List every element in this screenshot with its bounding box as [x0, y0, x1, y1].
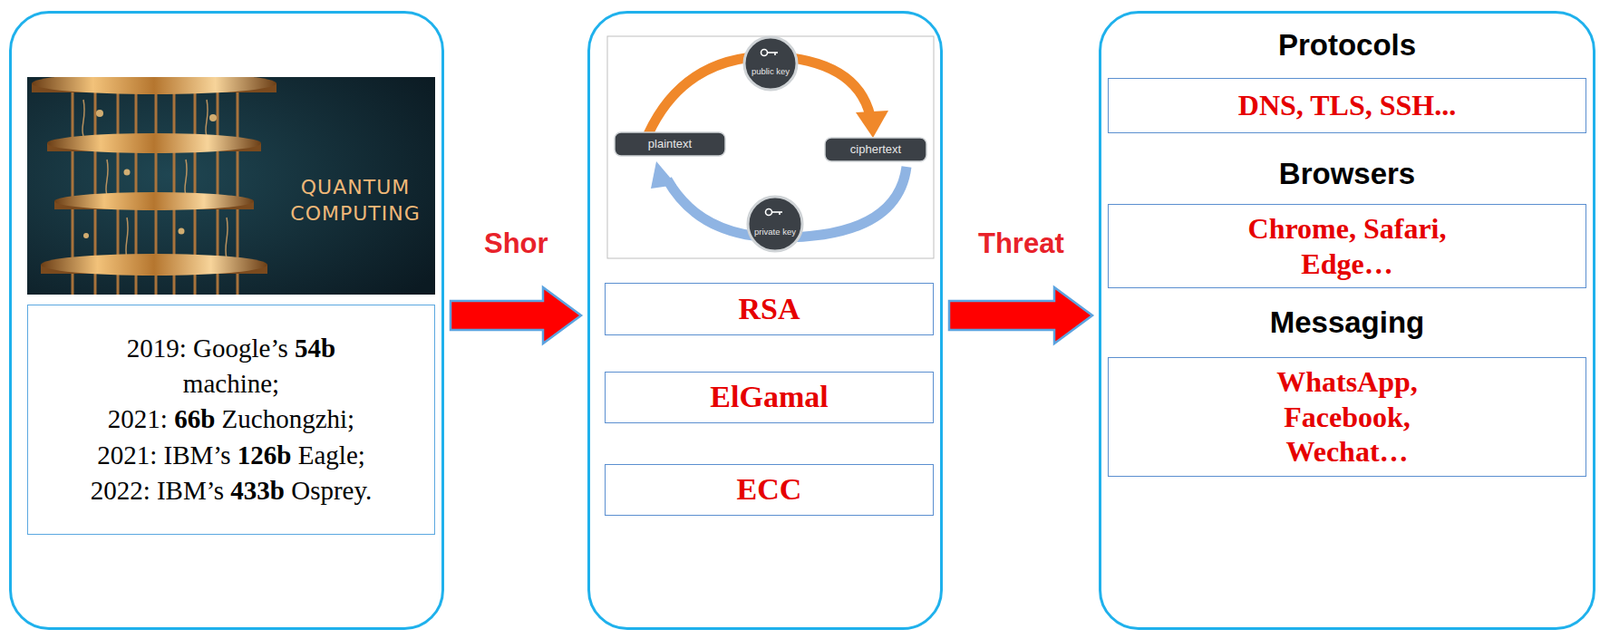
- timeline-text: 2021: 66b Zuchongzhi;: [107, 401, 355, 437]
- illustration-part: [650, 161, 677, 189]
- algorithm-box: ECC: [604, 464, 934, 516]
- illustration-part: [96, 109, 104, 117]
- illustration-part: [27, 77, 436, 295]
- illustration-part: [40, 253, 268, 276]
- panel: RSA ElGamalECC: [587, 10, 943, 631]
- illustration-part: [614, 132, 726, 156]
- timeline-text: 2021: IBM’s 126b Eagle;: [96, 437, 366, 474]
- illustration-part: [766, 209, 784, 216]
- illustration-part: [209, 114, 217, 122]
- illustration-part: [772, 211, 784, 214]
- algorithm-box: ElGamal: [604, 371, 934, 424]
- picture-title: QUANTUM COMPUTING: [282, 174, 428, 227]
- illustration-part: [126, 217, 128, 259]
- pill-label: plaintext: [620, 136, 720, 152]
- panel: 2019: Google’s 54b machine;2021: 66b Zuc…: [9, 10, 445, 631]
- illustration-part: [747, 196, 803, 252]
- illustration-part: [106, 159, 108, 195]
- algorithm-name: RSA: [737, 290, 800, 329]
- target-box: Chrome, Safari, Edge…: [1107, 203, 1587, 289]
- illustration-part: [83, 232, 89, 239]
- panel: ProtocolsBrowsersMessaging DNS, TLS, SSH.…: [1098, 10, 1596, 631]
- timeline-text: 2022: IBM’s 433b Osprey.: [90, 473, 373, 509]
- qubit-count: 66b: [174, 404, 215, 434]
- target-box: WhatsApp, Facebook, Wechat…: [1107, 357, 1587, 477]
- qubit-count: 126b: [237, 440, 292, 470]
- illustration-part: [124, 169, 131, 176]
- illustration-part: [178, 228, 185, 235]
- group-heading: Browsers: [1101, 155, 1593, 193]
- illustration-part: [855, 110, 889, 138]
- arrow-label: Threat: [978, 226, 1065, 261]
- illustration-part: [761, 49, 779, 57]
- illustration-part: [82, 99, 85, 136]
- target-list: Chrome, Safari, Edge…: [1229, 211, 1465, 282]
- key-label: private key: [754, 227, 796, 237]
- illustration-part: [607, 36, 934, 259]
- key-label: public key: [749, 67, 792, 77]
- target-list: DNS, TLS, SSH...: [1238, 87, 1456, 123]
- illustration-part: [184, 159, 187, 195]
- algorithm-name: ElGamal: [709, 378, 828, 417]
- illustration-part: [767, 51, 779, 54]
- group-heading: Messaging: [1101, 304, 1593, 341]
- illustration-part: [744, 37, 797, 90]
- illustration-part: [766, 209, 773, 216]
- qubit-count: 433b: [230, 475, 285, 505]
- arrow-label: Shor: [484, 226, 549, 261]
- illustration-part: [54, 192, 254, 211]
- group-heading: Protocols: [1101, 27, 1593, 64]
- illustration-part: [778, 212, 781, 215]
- pill-label: ciphertext: [828, 142, 923, 157]
- illustration-part: [761, 49, 768, 57]
- illustration-part: [47, 133, 262, 154]
- illustration-part: [648, 56, 871, 135]
- illustration-part: [83, 109, 217, 239]
- illustration-part: [205, 99, 208, 136]
- illustration-part: [774, 52, 776, 56]
- illustration-part: [824, 137, 927, 162]
- block-arrow: [450, 287, 582, 344]
- block-arrow: [949, 287, 1093, 344]
- algorithm-name: ECC: [736, 471, 803, 509]
- text-box: 2019: Google’s 54b machine;2021: 66b Zuc…: [27, 304, 436, 535]
- illustration-part: [31, 77, 277, 95]
- illustration-part: [82, 99, 228, 259]
- qubit-count: 54b: [294, 333, 336, 363]
- target-box: DNS, TLS, SSH...: [1107, 77, 1587, 134]
- target-list: WhatsApp, Facebook, Wechat…: [1247, 364, 1447, 469]
- algorithm-box: RSA: [604, 282, 934, 336]
- timeline-text: 2019: Google’s 54b machine;: [77, 330, 386, 402]
- illustration-part: [27, 77, 436, 295]
- illustration-part: [225, 217, 228, 259]
